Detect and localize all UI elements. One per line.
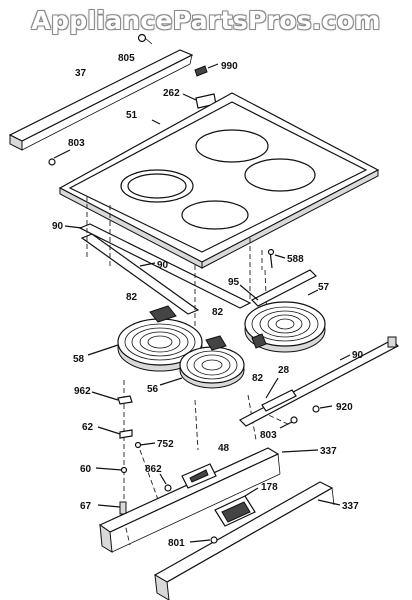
screw-803-right <box>279 416 298 429</box>
label-95: 95 <box>228 277 240 288</box>
label-862: 862 <box>145 464 162 475</box>
part-62 <box>97 426 133 439</box>
label-37: 37 <box>75 68 87 79</box>
bracket-95 <box>239 269 318 307</box>
glass-cooktop-51 <box>58 92 380 269</box>
label-90-right: 90 <box>352 350 364 361</box>
label-920: 920 <box>336 402 353 413</box>
label-262: 262 <box>163 88 180 99</box>
label-90-middle: 90 <box>157 260 169 271</box>
screw-801 <box>189 536 218 544</box>
label-56: 56 <box>147 384 159 395</box>
label-588: 588 <box>287 254 304 265</box>
label-57: 57 <box>318 282 330 293</box>
clip-990 <box>194 63 219 77</box>
label-82-left: 82 <box>126 292 138 303</box>
label-337-lower: 337 <box>342 501 359 512</box>
watermark-logo: AppliancePartsPros.com <box>31 6 381 35</box>
rail-90-lower <box>80 233 200 315</box>
label-337-upper: 337 <box>320 446 337 457</box>
bottom-channel-337-upper <box>98 447 319 553</box>
label-962: 962 <box>74 386 91 397</box>
label-58: 58 <box>73 354 85 365</box>
trim-channel-37 <box>8 49 194 151</box>
part-962 <box>91 391 133 405</box>
label-803-right: 803 <box>260 430 277 441</box>
screw-803-left <box>48 149 71 166</box>
screw-920 <box>312 405 333 413</box>
label-90-left: 90 <box>52 221 64 232</box>
support-rod-90 <box>238 336 400 427</box>
label-60: 60 <box>80 464 92 475</box>
label-62: 62 <box>82 422 94 433</box>
rail-90-upper <box>64 223 252 309</box>
bracket-48 <box>181 463 217 489</box>
terminal-block-178 <box>214 487 259 527</box>
label-178: 178 <box>261 482 278 493</box>
screw-862 <box>159 473 172 492</box>
label-51: 51 <box>126 110 138 121</box>
screw-752 <box>134 441 156 449</box>
label-48: 48 <box>218 443 230 454</box>
label-805: 805 <box>118 53 135 64</box>
surface-element-56 <box>159 335 245 389</box>
label-752: 752 <box>157 439 174 450</box>
surface-element-57 <box>244 289 326 353</box>
part-60 <box>95 466 128 474</box>
bracket-28 <box>261 377 297 412</box>
label-803-left: 803 <box>68 138 85 149</box>
label-990: 990 <box>221 61 238 72</box>
label-82-middle: 82 <box>212 307 224 318</box>
label-82-right: 82 <box>252 373 264 384</box>
bottom-channel-337-lower <box>153 481 341 600</box>
terminal-588 <box>267 248 286 269</box>
label-67: 67 <box>80 501 92 512</box>
part-67 <box>97 501 127 515</box>
label-28: 28 <box>278 365 290 376</box>
label-801: 801 <box>168 538 185 549</box>
screw-805 <box>137 33 153 45</box>
part-labels: 805 990 37 262 51 803 90 90 588 95 82 57… <box>52 53 364 549</box>
